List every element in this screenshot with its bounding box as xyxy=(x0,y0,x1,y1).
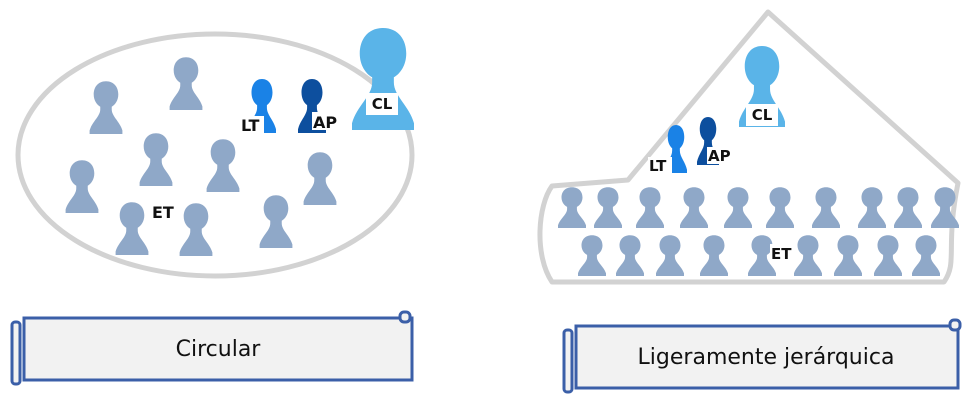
lt-label: LT xyxy=(649,157,667,175)
cl-badge xyxy=(746,104,778,126)
person-icon xyxy=(834,235,862,276)
hierarchical-members xyxy=(558,187,959,276)
person-icon xyxy=(636,187,664,228)
lt-label-bg xyxy=(648,157,672,174)
person-icon xyxy=(65,160,99,213)
person-icon xyxy=(680,187,708,228)
cl-label: CL xyxy=(372,95,393,113)
person-icon xyxy=(894,187,922,228)
person-icon xyxy=(206,139,240,192)
circular-boundary xyxy=(15,31,415,279)
person-icon xyxy=(766,187,794,228)
person-icon xyxy=(179,203,213,256)
person-icon xyxy=(169,57,203,110)
ap-label: AP xyxy=(708,147,731,165)
et-label: ET xyxy=(152,203,174,222)
hierarchical-structure: CL LT AP xyxy=(537,9,961,285)
person-icon xyxy=(812,187,840,228)
cl-label: CL xyxy=(752,106,773,124)
person-icon xyxy=(724,187,752,228)
person-icon xyxy=(259,195,293,248)
person-icon xyxy=(303,152,337,205)
circular-members xyxy=(65,57,337,256)
ap-label-bg xyxy=(707,147,737,164)
lt-label: LT xyxy=(241,116,260,135)
person-icon xyxy=(89,81,123,134)
circular-structure: CL LT AP ET xyxy=(15,27,415,279)
person-icon xyxy=(616,235,644,276)
ap-label: AP xyxy=(313,113,337,132)
person-icon xyxy=(558,187,586,228)
person-icon xyxy=(139,133,173,186)
person-icon xyxy=(700,235,728,276)
cl-badge xyxy=(366,93,398,115)
et-label-bg xyxy=(770,244,796,261)
et-label: ET xyxy=(771,245,792,263)
ap-label-bg xyxy=(312,112,342,130)
person-icon xyxy=(794,235,822,276)
person-icon xyxy=(656,235,684,276)
person-icon xyxy=(594,187,622,228)
circular-caption: Circular xyxy=(176,337,262,362)
circular-caption-scroll: Circular xyxy=(10,310,414,386)
hierarchical-caption-scroll: Ligeramente jerárquica xyxy=(562,318,962,394)
cl-leader: CL xyxy=(352,27,414,130)
person-icon xyxy=(578,235,606,276)
person-icon xyxy=(912,235,940,276)
lt-label-bg xyxy=(240,116,264,134)
person-icon xyxy=(115,202,149,255)
person-icon xyxy=(874,235,902,276)
cl-leader-hierarchical: CL xyxy=(739,46,785,127)
person-icon xyxy=(858,187,886,228)
hierarchical-caption: Ligeramente jerárquica xyxy=(638,345,895,370)
